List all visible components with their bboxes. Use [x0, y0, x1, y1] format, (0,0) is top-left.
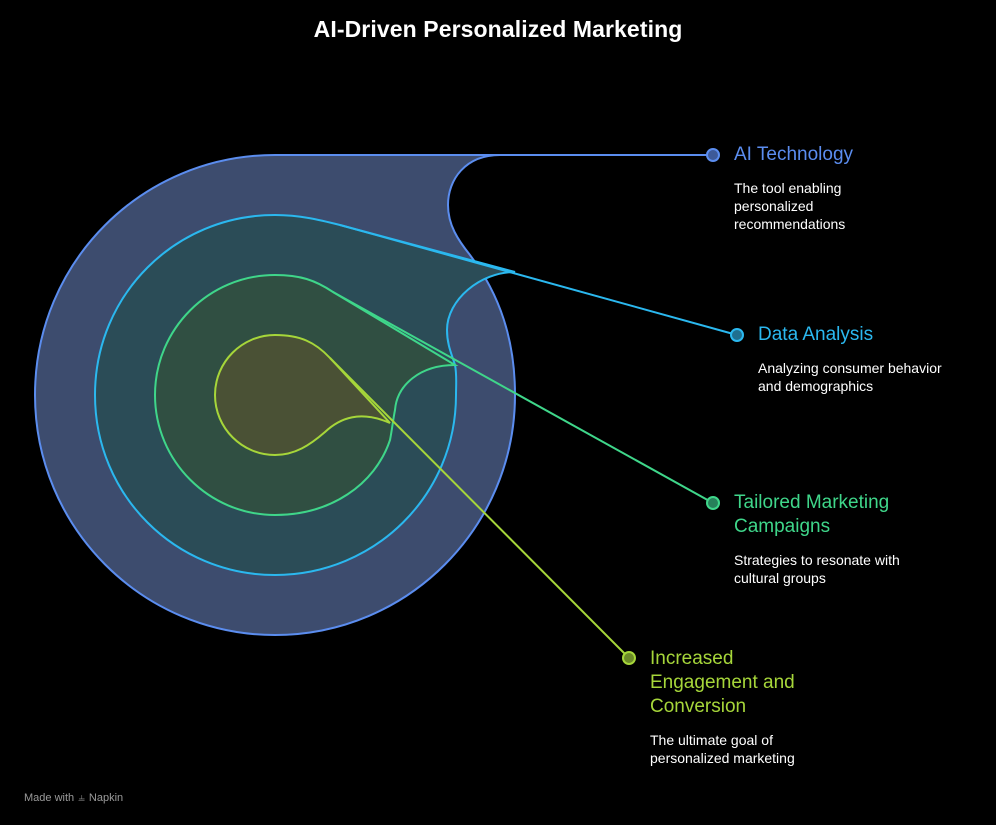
label-engagement: Increased Engagement and Conversion The …: [650, 647, 795, 767]
diagram-title: AI-Driven Personalized Marketing: [313, 16, 683, 42]
heading-engagement: Increased Engagement and Conversion: [650, 648, 795, 717]
heading-data-analysis: Data Analysis: [758, 324, 874, 345]
desc-tailored-campaigns: Strategies to resonate with cultural gro…: [734, 552, 900, 586]
dot-tailored-campaigns: [706, 496, 720, 510]
connector-engagement: [329, 357, 630, 659]
label-ai-technology: AI Technology The tool enabling personal…: [734, 143, 853, 233]
heading-tailored-campaigns: Tailored Marketing Campaigns: [734, 492, 890, 537]
heading-ai-technology: AI Technology: [734, 144, 854, 165]
dot-ai-technology: [706, 148, 720, 162]
made-with-text: Made with: [24, 791, 75, 804]
label-tailored-campaigns: Tailored Marketing Campaigns Strategies …: [734, 491, 900, 587]
connector-data-analysis: [339, 224, 738, 336]
dot-engagement: [622, 651, 636, 665]
dot-data-analysis: [730, 328, 744, 342]
connector-tailored-campaigns: [332, 291, 714, 504]
napkin-logo-icon: ⫨: [78, 790, 85, 804]
made-with-napkin-footer[interactable]: Made with ⫨ Napkin: [24, 790, 123, 805]
desc-ai-technology: The tool enabling personalized recommend…: [734, 180, 846, 232]
layer-engagement: [213, 333, 391, 457]
label-data-analysis: Data Analysis Analyzing consumer behavio…: [758, 323, 942, 395]
desc-data-analysis: Analyzing consumer behavior and demograp…: [758, 360, 942, 394]
napkin-brand-text: Napkin: [88, 791, 124, 804]
desc-engagement: The ultimate goal of personalized market…: [650, 732, 795, 766]
